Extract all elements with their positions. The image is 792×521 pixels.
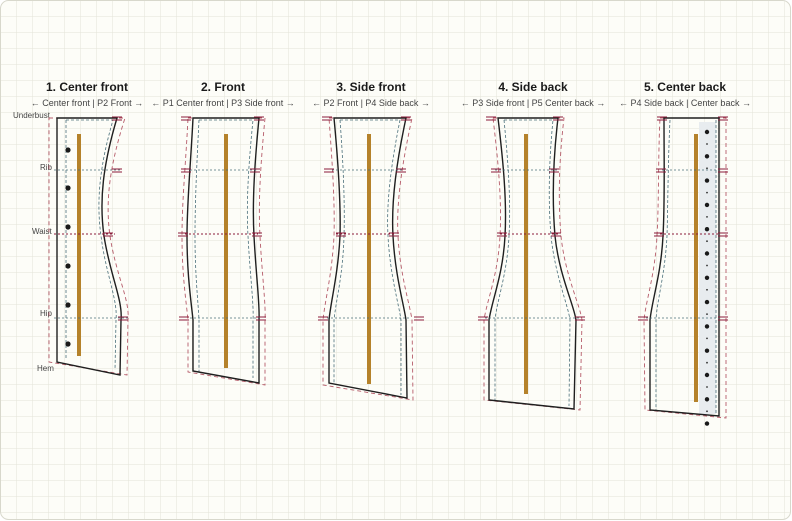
lacing-dot <box>706 240 708 243</box>
panel-2-title: 2. Front <box>201 80 245 94</box>
grommet <box>704 275 710 280</box>
grommet <box>704 202 710 208</box>
lacing-dot <box>706 410 708 413</box>
grommet <box>704 372 710 378</box>
boning-channel <box>224 134 228 368</box>
panel-1-neighbors: ← Center front | P2 Front → <box>31 98 143 108</box>
seam-allowance-outline <box>483 117 583 411</box>
panel-3-title: 3. Side front <box>336 80 405 94</box>
stitch-line <box>65 119 117 371</box>
stitch-line <box>194 119 254 378</box>
level-label-waist: Waist <box>32 227 52 236</box>
grommet <box>704 154 710 159</box>
stitch-line <box>655 119 717 414</box>
panel-outline <box>488 117 577 410</box>
grommet <box>704 178 710 183</box>
level-label-underbust: Underbust <box>13 111 51 120</box>
grommet <box>704 251 710 256</box>
grommet <box>65 263 71 269</box>
grommet <box>704 324 710 329</box>
boning-channel <box>367 134 371 384</box>
level-label-hip: Hip <box>40 309 53 318</box>
notch-marks <box>103 116 128 321</box>
notch-marks <box>638 116 728 321</box>
panel-center-back <box>638 116 728 426</box>
grommet <box>65 302 71 308</box>
lacing-dot <box>706 143 708 145</box>
level-label-hem: Hem <box>37 364 54 373</box>
panel-4-title: 4. Side back <box>498 80 568 94</box>
lacing-dot <box>706 167 708 170</box>
panel-front <box>178 116 266 386</box>
lacing-panel <box>699 122 716 414</box>
notch-marks <box>478 116 585 321</box>
level-label-rib: Rib <box>40 163 53 172</box>
lacing-dot <box>706 216 708 218</box>
seam-allowance-outline <box>643 117 727 419</box>
boning-channel <box>77 134 81 356</box>
panel-4-neighbors: ← P3 Side front | P5 Center back → <box>461 98 605 108</box>
grommet <box>65 147 71 153</box>
panel-5-title: 5. Center back <box>644 80 726 94</box>
grommet <box>65 224 71 230</box>
stitch-line <box>494 119 571 407</box>
lacing-dot <box>706 361 708 364</box>
grommet <box>65 185 71 191</box>
panel-outline <box>186 117 260 384</box>
grommet <box>704 397 710 402</box>
lacing-dot <box>706 191 708 194</box>
panel-center-front <box>48 116 130 376</box>
grommet-row <box>704 129 710 426</box>
grommet <box>704 348 710 353</box>
lacing-dot <box>706 264 708 267</box>
panel-3-neighbors: ← P2 Front | P4 Side back → <box>312 98 430 108</box>
notch-marks <box>178 116 266 321</box>
seam-allowance-outline <box>322 117 414 401</box>
panel-side-front <box>318 116 424 401</box>
grommet <box>704 299 710 305</box>
lacing-dot <box>706 386 708 388</box>
seam-allowance-outline <box>181 117 266 386</box>
grommet <box>704 421 710 426</box>
boning-channel <box>694 134 698 402</box>
panel-5-neighbors: ← P4 Side back | Center back → <box>619 98 751 108</box>
panel-outline <box>649 117 720 417</box>
panel-outline <box>328 117 408 399</box>
panel-1-title: 1. Center front <box>46 80 128 94</box>
panel-2-neighbors: ← P1 Center front | P3 Side front → <box>151 98 294 108</box>
panel-side-back <box>478 116 585 411</box>
lacing-dot <box>706 288 708 291</box>
grommet <box>704 227 710 232</box>
lacing-dot <box>706 337 708 340</box>
boning-channel <box>524 134 528 394</box>
lacing-dot <box>706 313 708 315</box>
notch-marks <box>318 116 424 321</box>
seam-allowance-outline <box>48 117 129 376</box>
grommet <box>704 129 710 135</box>
grommet <box>65 341 71 347</box>
